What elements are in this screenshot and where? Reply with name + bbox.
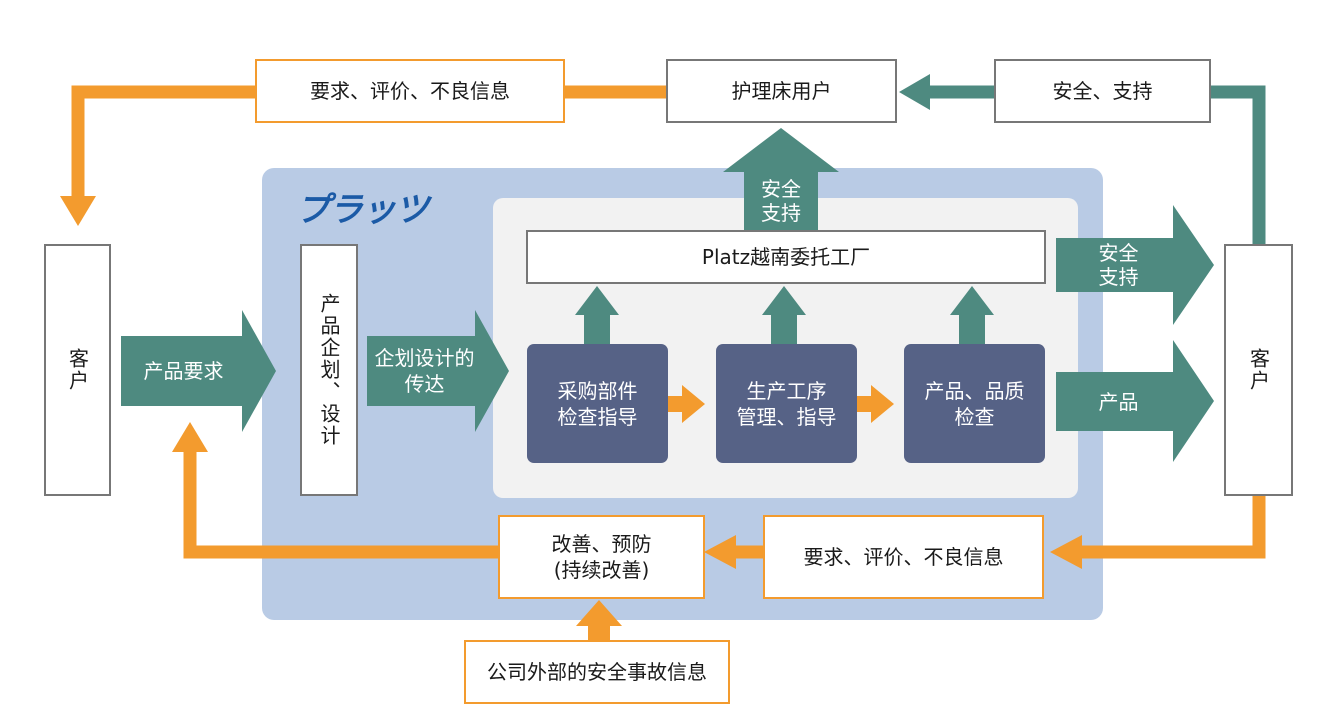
right-product-arrow — [1056, 340, 1214, 462]
up-arrow-1 — [575, 286, 619, 344]
orange-arrowhead-product-request — [172, 422, 208, 452]
right-product-label: 产品 — [1098, 389, 1139, 414]
up-arrow-2 — [762, 286, 806, 344]
right-safety-label: 安全 支持 — [1098, 241, 1139, 289]
process-arrow-2 — [857, 385, 894, 423]
step2-label: 生产工序 管理、指导 — [736, 378, 837, 429]
user-box — [666, 59, 897, 123]
top-left-feedback-label: 要求、评价、不良信息 — [310, 79, 510, 103]
process-arrow-1 — [668, 385, 705, 423]
up-safety-label: 安全 支持 — [761, 177, 801, 225]
step3-box — [904, 344, 1045, 463]
step1-box — [527, 344, 668, 463]
orange-arrowhead-bottom-feedback — [1050, 535, 1082, 569]
orange-loop-improve-to-request — [183, 448, 499, 559]
teal-loop-top-right — [1210, 85, 1266, 248]
planning-design-label: 产品企划、设计 — [317, 293, 341, 447]
external-info-box — [464, 640, 730, 704]
customer-right-label: 客户 — [1246, 348, 1271, 392]
factory-box — [526, 230, 1046, 284]
orange-loop-right-bottom — [1078, 495, 1266, 559]
platz-logo: プラッツ — [296, 190, 429, 230]
right-safety-arrow — [1056, 205, 1214, 325]
customer-left-label: 客户 — [65, 348, 90, 392]
product-request-label: 产品要求 — [143, 359, 224, 383]
planning-design-box — [300, 244, 358, 496]
teal-arrowhead-user — [899, 74, 930, 110]
design-handover-arrow — [367, 310, 509, 432]
up-safety-arrow — [723, 128, 839, 230]
step1-label: 采购部件 检查指导 — [557, 378, 638, 429]
orange-arrowhead-improve — [704, 535, 736, 569]
customer-left-box — [44, 244, 111, 496]
bottom-feedback-box — [763, 515, 1044, 599]
up-arrow-3 — [950, 286, 994, 344]
product-request-arrow — [121, 310, 276, 432]
factory-label: Platz越南委托工厂 — [701, 245, 871, 269]
improve-label: 改善、预防 (持续改善) — [551, 532, 652, 582]
top-right-safety-box — [994, 59, 1211, 123]
top-left-feedback-box — [255, 59, 565, 123]
external-info-label: 公司外部的安全事故信息 — [487, 660, 707, 684]
top-right-safety-label: 安全、支持 — [1052, 79, 1153, 103]
bottom-feedback-label: 要求、评价、不良信息 — [803, 545, 1004, 569]
orange-arrowhead-external-info — [576, 600, 622, 626]
step3-label: 产品、品质 检查 — [924, 378, 1025, 429]
customer-right-box — [1224, 244, 1293, 496]
user-label: 护理床用户 — [731, 79, 832, 103]
orange-arrowhead-left-customer — [60, 196, 96, 226]
step2-box — [716, 344, 857, 463]
improve-box — [498, 515, 705, 599]
design-handover-label: 企划设计的 传达 — [374, 346, 475, 396]
